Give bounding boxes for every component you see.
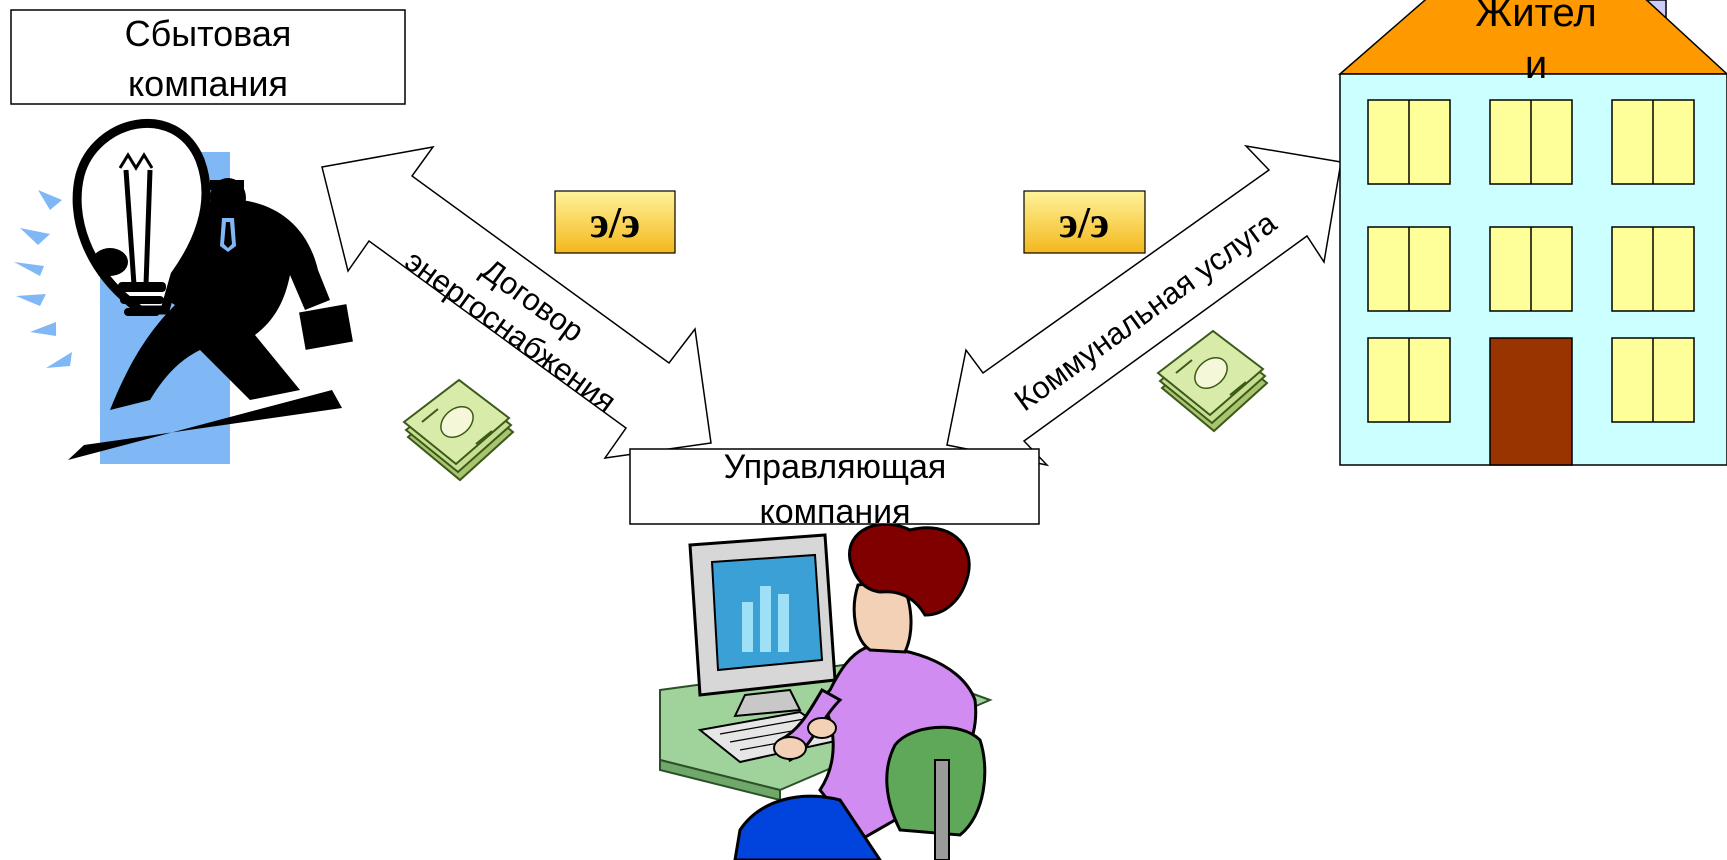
- window: [1367, 226, 1451, 312]
- energy-badge-left: э/э: [554, 190, 676, 254]
- money-stack-icon: [403, 379, 514, 481]
- sales-company-label-line1: Сбытовая: [125, 13, 292, 54]
- apartment-building-icon: Жител и: [1337, 0, 1727, 466]
- management-company-label-line2: компания: [759, 493, 910, 531]
- window: [1489, 226, 1573, 312]
- window: [1611, 337, 1695, 423]
- window: [1367, 99, 1451, 185]
- energy-badge-left-label: э/э: [590, 198, 640, 247]
- energy-badge-right: э/э: [1023, 190, 1146, 254]
- window: [1611, 226, 1695, 312]
- businessman-lightbulb-icon: [14, 119, 353, 464]
- woman-at-computer-icon: [659, 522, 993, 860]
- management-company-box: Управляющая компания: [629, 448, 1040, 531]
- door: [1489, 337, 1573, 466]
- window: [1367, 337, 1451, 423]
- sales-company-box: Сбытовая компания: [10, 9, 406, 105]
- management-company-label-line1: Управляющая: [724, 448, 947, 486]
- window: [1611, 99, 1695, 185]
- money-stack-icon: [1157, 330, 1268, 432]
- energy-badge-right-label: э/э: [1059, 198, 1109, 247]
- window: [1489, 99, 1573, 185]
- sales-company-label-line2: компания: [128, 63, 288, 104]
- residents-label-line2: и: [1525, 43, 1547, 87]
- residents-label-line1: Жител: [1475, 0, 1596, 35]
